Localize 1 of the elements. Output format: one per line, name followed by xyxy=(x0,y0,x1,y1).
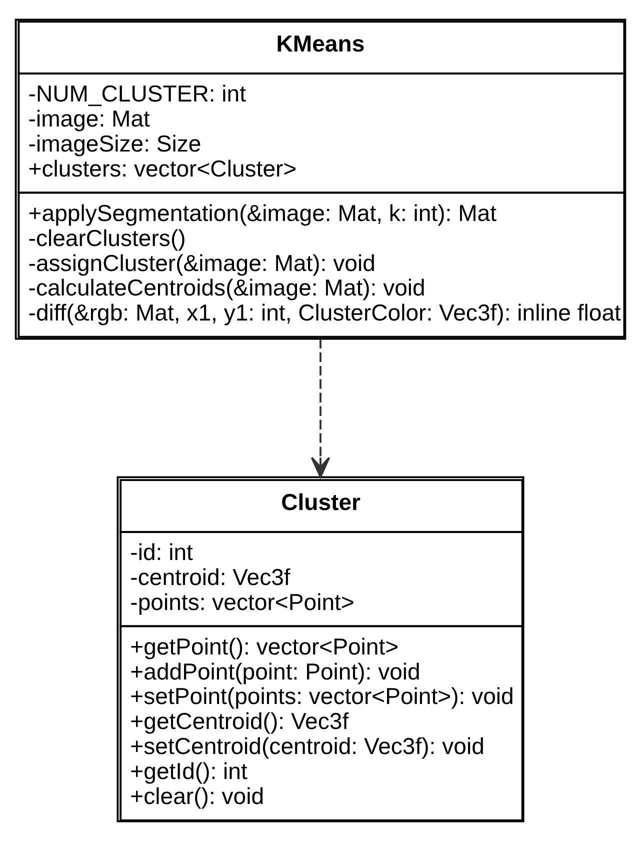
arrow xyxy=(310,339,330,478)
